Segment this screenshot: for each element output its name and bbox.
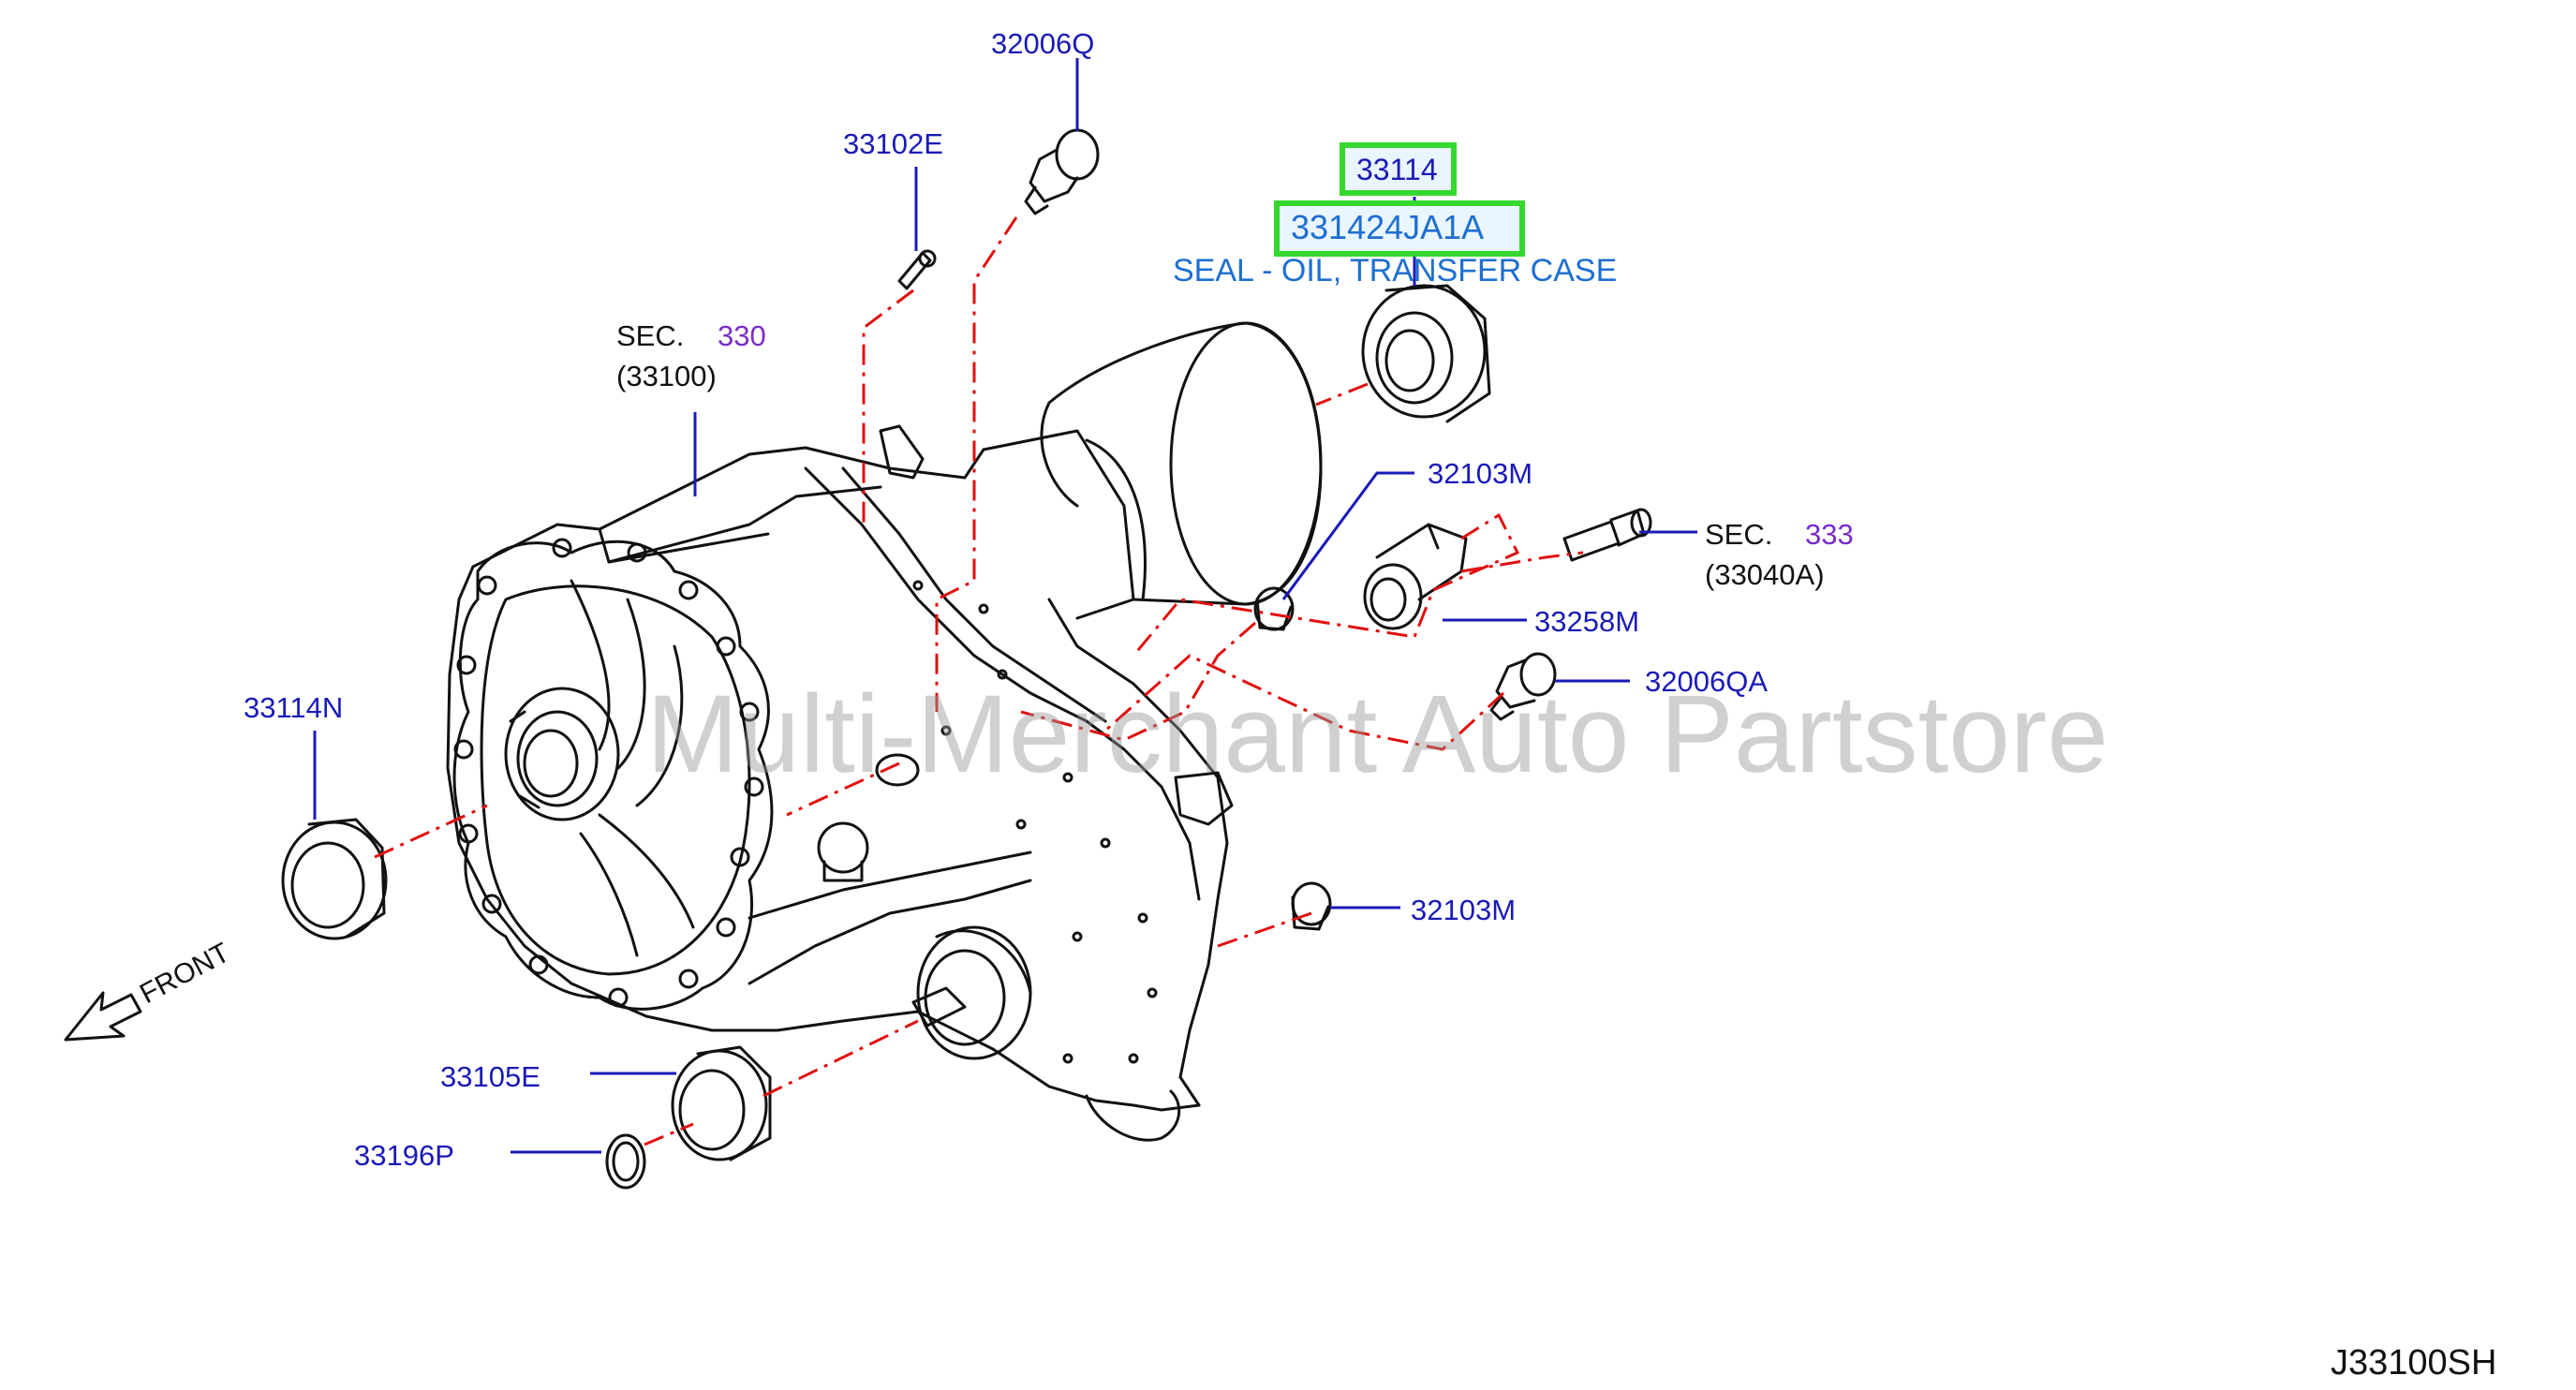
part-32006QA-drawing: [1489, 652, 1557, 721]
sec-333-ref: (33040A): [1705, 558, 1825, 591]
highlight-box-33114: [1340, 142, 1457, 196]
sec-333-bolt-drawing: [1562, 508, 1652, 562]
part-label-33102E[interactable]: 33102E: [843, 127, 943, 160]
part-33196P-ring-drawing: [605, 1133, 646, 1190]
sec-333-prefix: SEC.: [1705, 518, 1773, 551]
part-label-33196P[interactable]: 33196P: [354, 1139, 454, 1172]
part-33105E-seal-drawing: [671, 1045, 772, 1161]
part-label-32103M-bottom[interactable]: 32103M: [1411, 894, 1517, 926]
watermark: Multi-Merchant Auto Partstore: [646, 673, 2109, 796]
part-label-32006Q[interactable]: 32006Q: [991, 27, 1095, 60]
tail-housing-drawing: [982, 321, 1323, 620]
part-label-32006QA[interactable]: 32006QA: [1645, 665, 1768, 698]
drawing-code: J33100SH: [2331, 1343, 2497, 1383]
part-32103M-top-drawing: [1253, 586, 1295, 631]
part-label-32103M-top[interactable]: 32103M: [1428, 457, 1533, 490]
leader-32103M-top: [1281, 471, 1414, 600]
part-label-33105E[interactable]: 33105E: [440, 1060, 540, 1093]
part-label-33114[interactable]: 33114: [1356, 153, 1438, 186]
part-label-331424JA1A[interactable]: 331424JA1A: [1291, 208, 1485, 246]
highlight-box-331424JA1A: [1274, 200, 1525, 257]
part-33258M-drawing: [1363, 523, 1468, 630]
part-32006Q-drawing: [1024, 128, 1100, 215]
part-33114N-seal-drawing: [281, 818, 388, 940]
sec-333-number[interactable]: 333: [1805, 518, 1854, 551]
front-arrow: [64, 991, 142, 1042]
sec-330-ref: (33100): [616, 360, 717, 392]
part-32103M-bottom-drawing: [1291, 881, 1332, 931]
sec-330-prefix: SEC.: [616, 319, 685, 352]
sec-330-number[interactable]: 330: [718, 319, 766, 352]
part-description: SEAL - OIL, TRANSFER CASE: [1173, 253, 1618, 288]
part-33114-seal-drawing: [1361, 284, 1491, 423]
part-33102E-drawing: [897, 249, 937, 290]
part-label-33258M[interactable]: 33258M: [1534, 605, 1640, 638]
part-label-33114N[interactable]: 33114N: [244, 691, 344, 724]
